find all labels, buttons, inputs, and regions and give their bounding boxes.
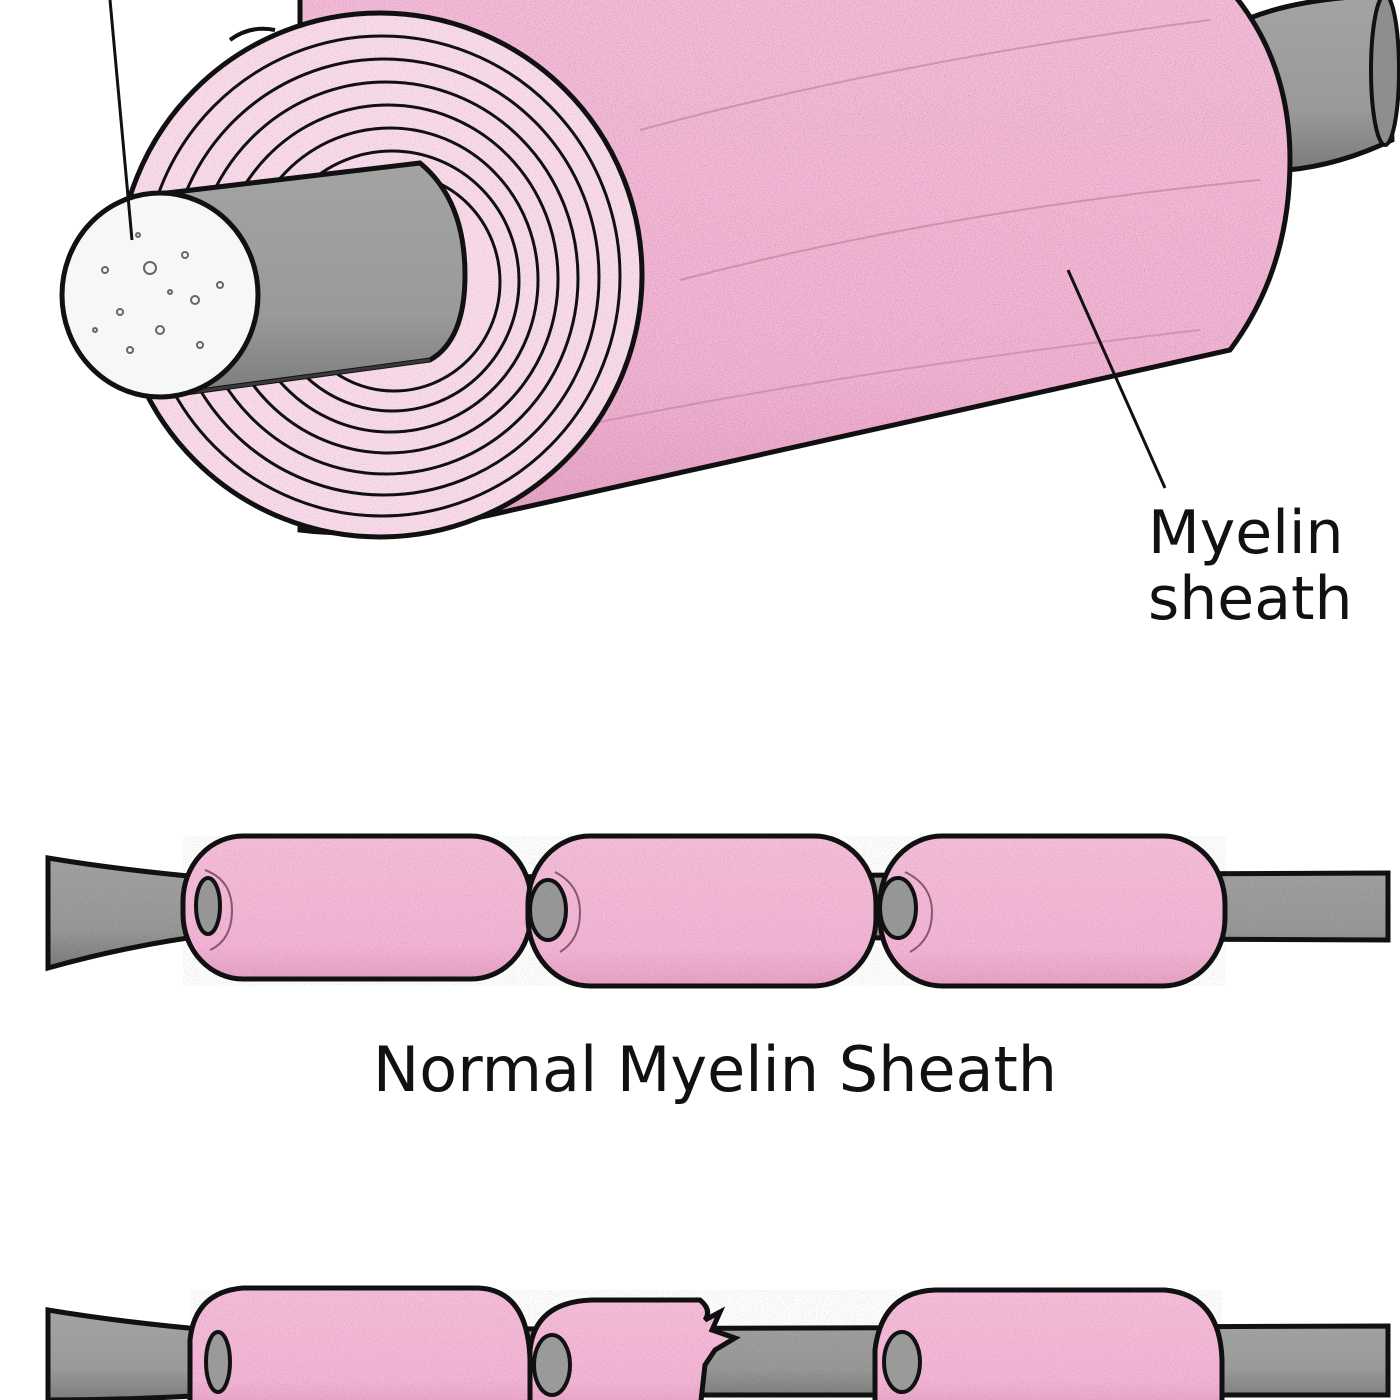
axon-face-dots <box>92 232 224 354</box>
axon-right-end <box>1369 0 1400 147</box>
myelin-sheath-label-line2: sheath <box>1148 564 1353 634</box>
myelin-leader-line <box>1066 269 1167 489</box>
axon-cross-section <box>59 190 261 400</box>
normal-myelinated-axon <box>45 833 1391 989</box>
myelin-sheath-label-line1: Myelin <box>1148 498 1344 568</box>
wrapped-myelin-illustration <box>59 0 1400 540</box>
myelin-sheath-label: Myelin sheath <box>1148 500 1353 632</box>
axon-leader-line <box>108 0 134 241</box>
damaged-myelinated-axon <box>45 1285 1391 1400</box>
normal-myelin-caption: Normal Myelin Sheath <box>372 1033 1058 1106</box>
